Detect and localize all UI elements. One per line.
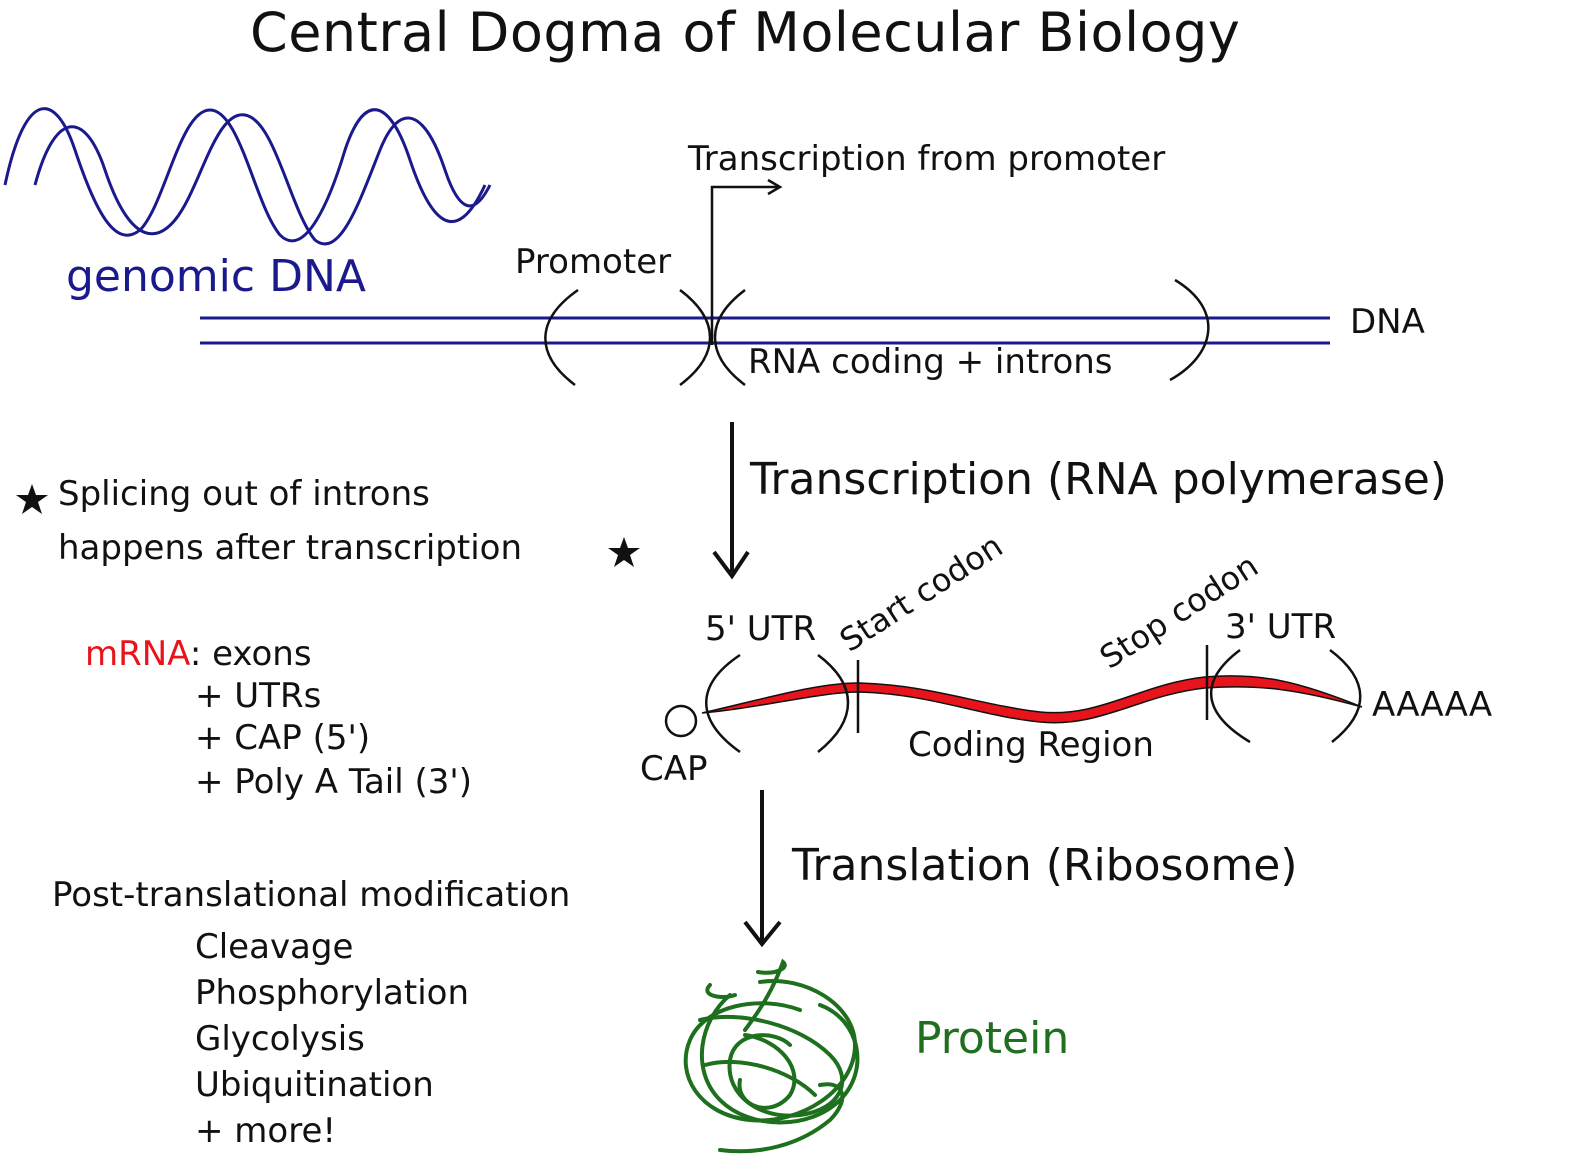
polya-tail-label: AAAAA [1372,685,1493,725]
dna-helix-icon [3,107,492,246]
mrna-item-polya: + Poly A Tail (3') [195,762,473,802]
mrna-item-cap: + CAP (5') [195,718,371,758]
utr3-label: 3' UTR [1225,607,1337,647]
mrna-exons-text: : exons [189,634,312,674]
cap-label: CAP [640,749,708,789]
splicing-note-line2: happens after transcription [58,528,523,568]
page-title: Central Dogma of Molecular Biology [250,1,1241,64]
promoter-label: Promoter [515,242,672,282]
ptm-item-cleavage: Cleavage [195,927,354,967]
dna-strands [200,316,1330,345]
protein-label: Protein [915,1013,1070,1064]
mrna-definition: mRNA: exons [85,637,312,671]
translation-step-label: Translation (Ribosome) [792,840,1298,891]
transcription-from-promoter-label: Transcription from promoter [688,139,1166,179]
ptm-item-more: + more! [195,1111,336,1151]
star-icons [16,484,640,567]
transcription-arrow [712,422,750,580]
mrna-keyword: mRNA [85,634,190,674]
coding-introns-label: RNA coding + introns [748,342,1113,382]
transcription-step-label: Transcription (RNA polymerase) [750,454,1447,505]
dna-label: DNA [1350,302,1425,342]
ptm-heading: Post-translational modification [52,875,571,915]
ptm-item-glycolysis: Glycolysis [195,1019,365,1059]
translation-arrow [743,790,782,948]
utr5-label: 5' UTR [705,609,817,649]
transcription-start-arrow [710,178,783,345]
dna-region-brackets [544,278,1210,386]
coding-region-label: Coding Region [908,725,1154,765]
cap-circle-icon [664,704,698,738]
mrna-item-utrs: + UTRs [195,676,322,716]
protein-scribble-icon [683,958,860,1154]
splicing-note-line1: Splicing out of introns [58,474,430,514]
mrna-strand [701,675,1363,724]
genomic-dna-label: genomic DNA [66,251,366,302]
mrna-region-brackets [705,645,1362,754]
ptm-item-ubiquitination: Ubiquitination [195,1065,434,1105]
ptm-item-phosphorylation: Phosphorylation [195,973,470,1013]
